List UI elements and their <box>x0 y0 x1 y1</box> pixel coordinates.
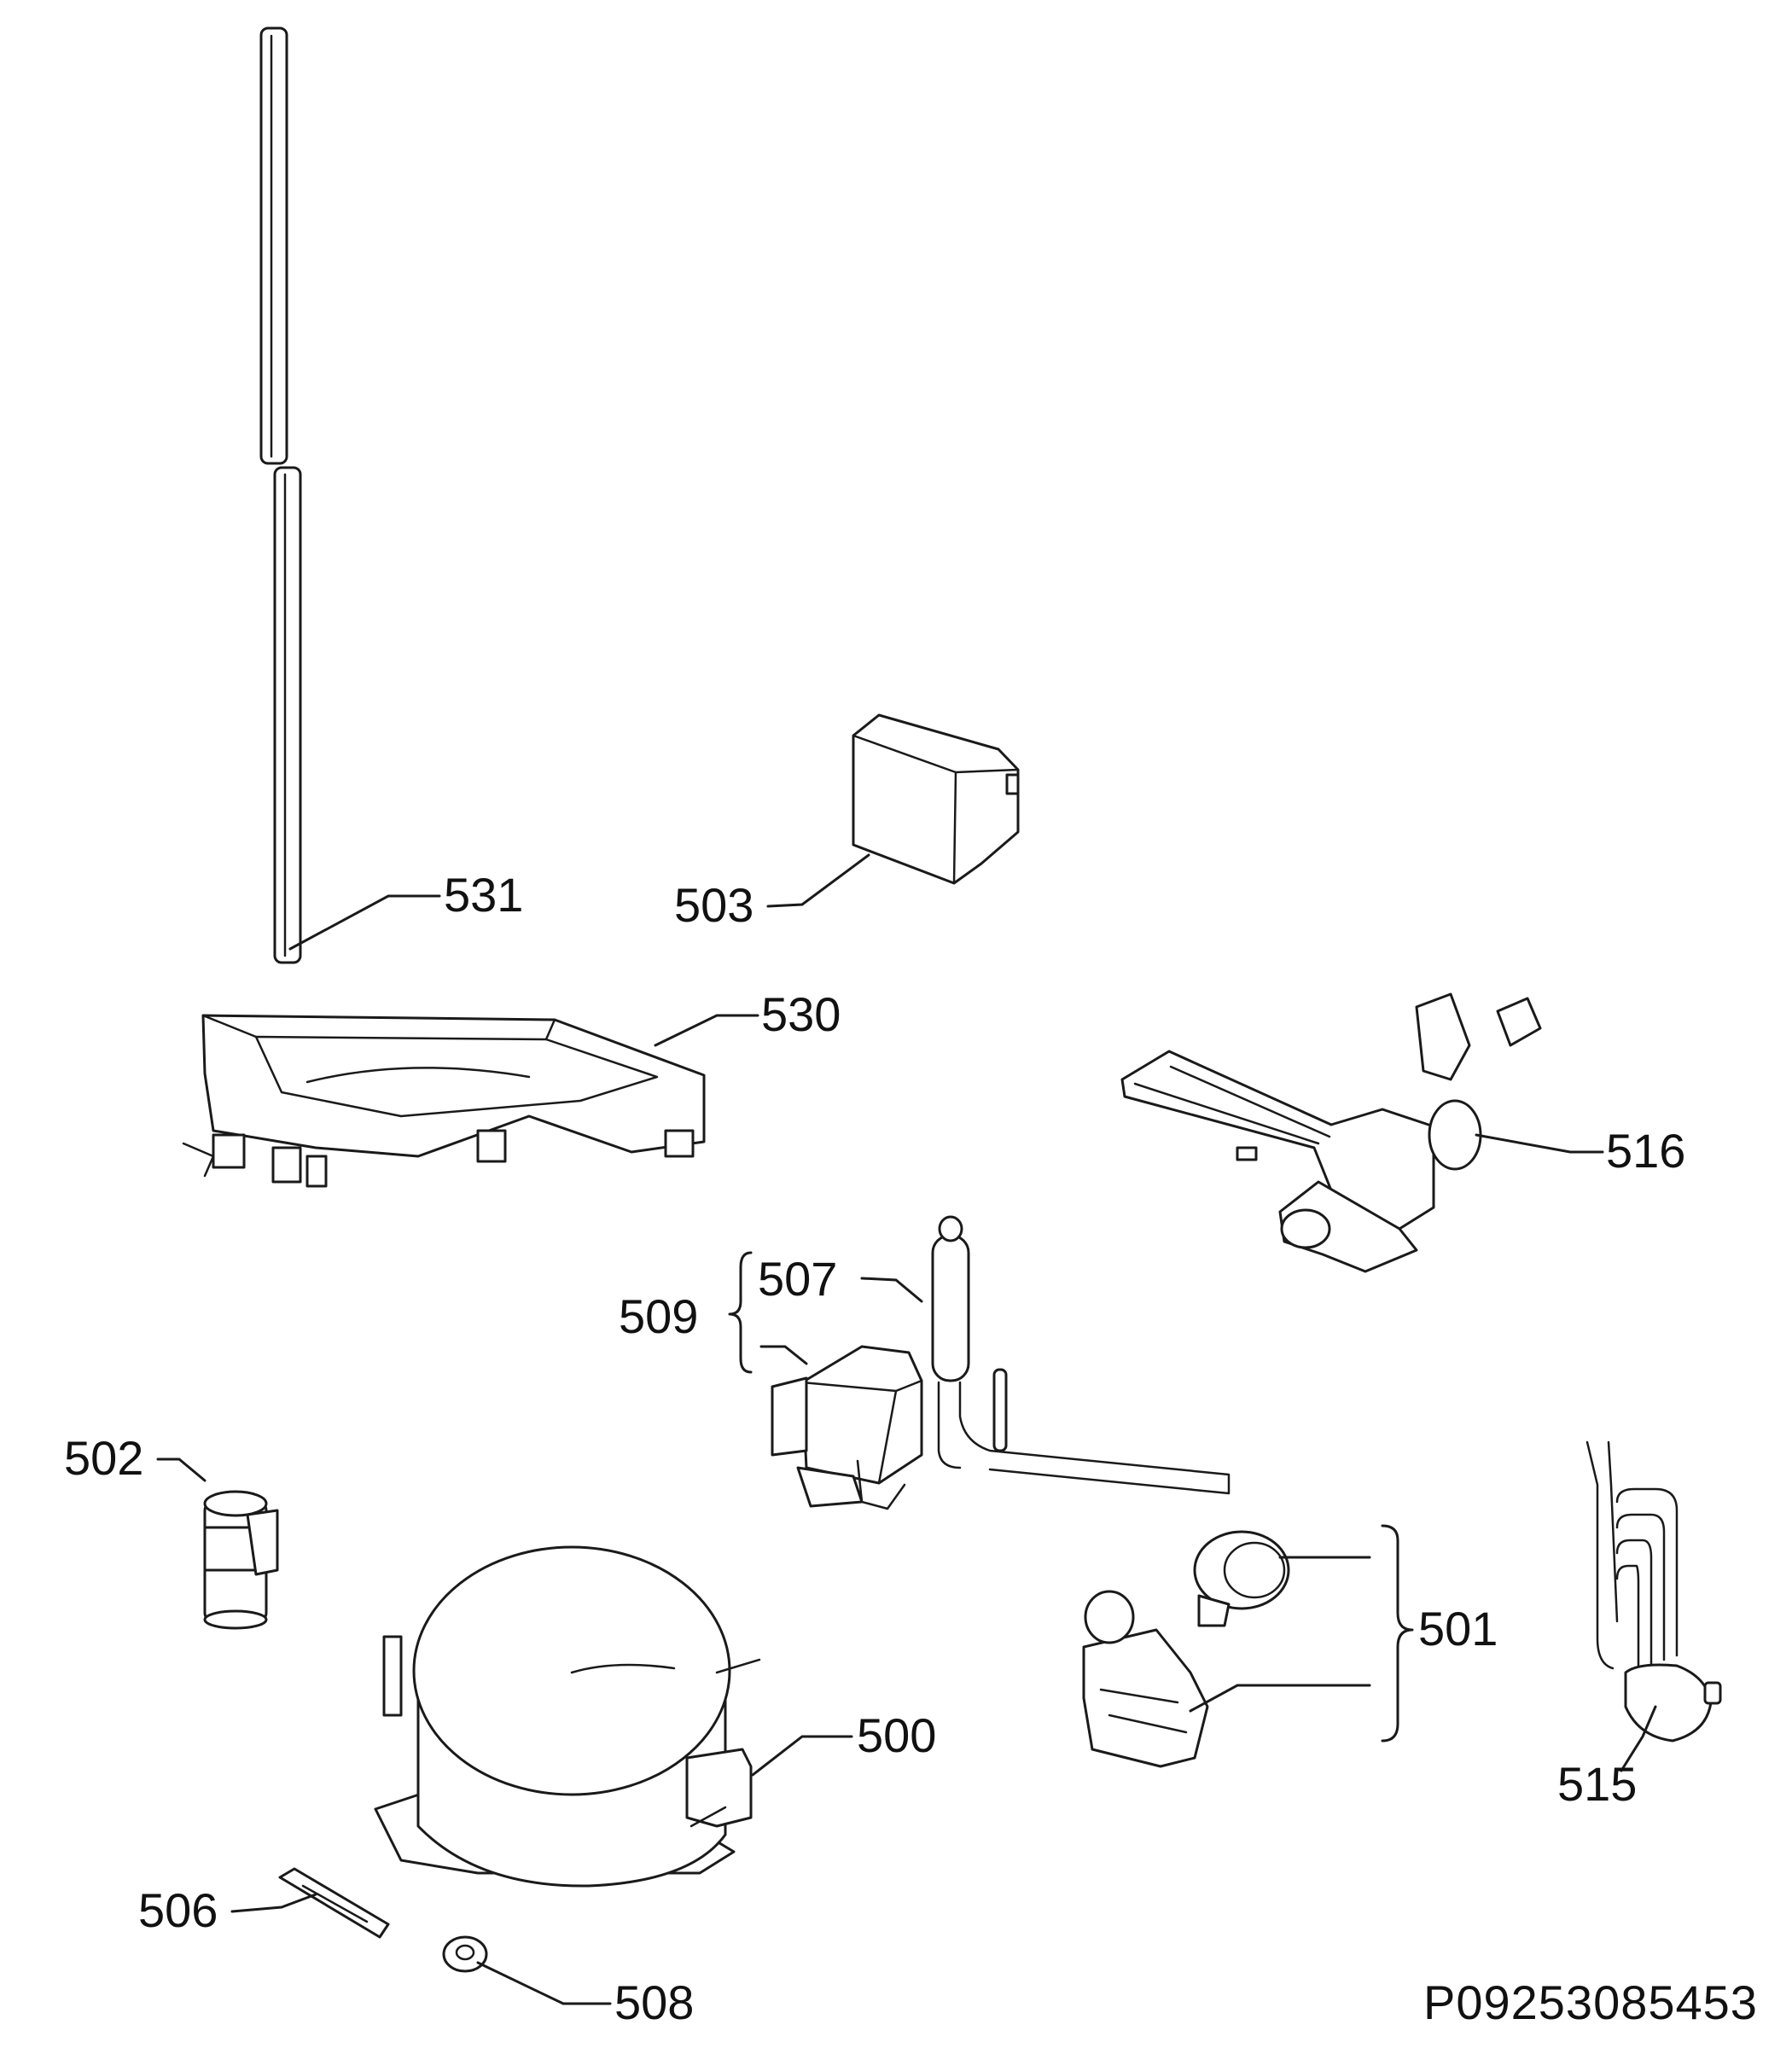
callout-516: 516 <box>1606 1124 1685 1178</box>
leader-531 <box>288 894 441 951</box>
callout-531: 531 <box>444 868 523 922</box>
part-507-drier <box>931 1215 1231 1495</box>
callout-530: 530 <box>761 987 841 1041</box>
part-500-compressor <box>374 1545 761 1888</box>
part-516-bracket <box>1120 992 1542 1273</box>
leader-508 <box>476 1961 612 2005</box>
callout-500: 500 <box>857 1708 936 1762</box>
leader-516 <box>1475 1133 1604 1154</box>
callout-501: 501 <box>1418 1602 1498 1655</box>
brace-509 <box>728 1251 753 1374</box>
part-506-plate <box>278 1867 390 1939</box>
leader-515 <box>1620 1705 1657 1772</box>
brace-501 <box>1381 1524 1414 1743</box>
part-508-grommet <box>442 1935 488 1973</box>
part-515-heater <box>1585 1440 1722 1743</box>
callout-507: 507 <box>758 1252 837 1306</box>
callout-506: 506 <box>138 1883 218 1937</box>
leader-530 <box>654 1014 759 1047</box>
callout-502: 502 <box>64 1431 143 1485</box>
callout-508: 508 <box>614 1975 694 2029</box>
part-530-frame <box>182 1014 706 1188</box>
leader-507 <box>860 1277 923 1303</box>
callout-503: 503 <box>674 878 753 932</box>
callout-509: 509 <box>619 1289 698 1343</box>
reference-code: P09253085453 <box>1423 1975 1758 2029</box>
leader-500 <box>751 1735 853 1777</box>
leader-503 <box>766 853 870 908</box>
part-509-solenoid-valve <box>771 1345 923 1510</box>
leader-501-clip <box>1189 1684 1371 1713</box>
callout-515: 515 <box>1557 1757 1637 1811</box>
part-503-box <box>852 713 1020 885</box>
leader-506 <box>230 1893 317 1913</box>
part-502-relay <box>203 1490 279 1630</box>
part-531-tube <box>259 26 302 964</box>
part-501-thermostat <box>1193 1530 1290 1627</box>
leader-502 <box>156 1457 207 1482</box>
part-501-clip <box>1082 1590 1209 1768</box>
leader-509-valve <box>759 1345 808 1365</box>
